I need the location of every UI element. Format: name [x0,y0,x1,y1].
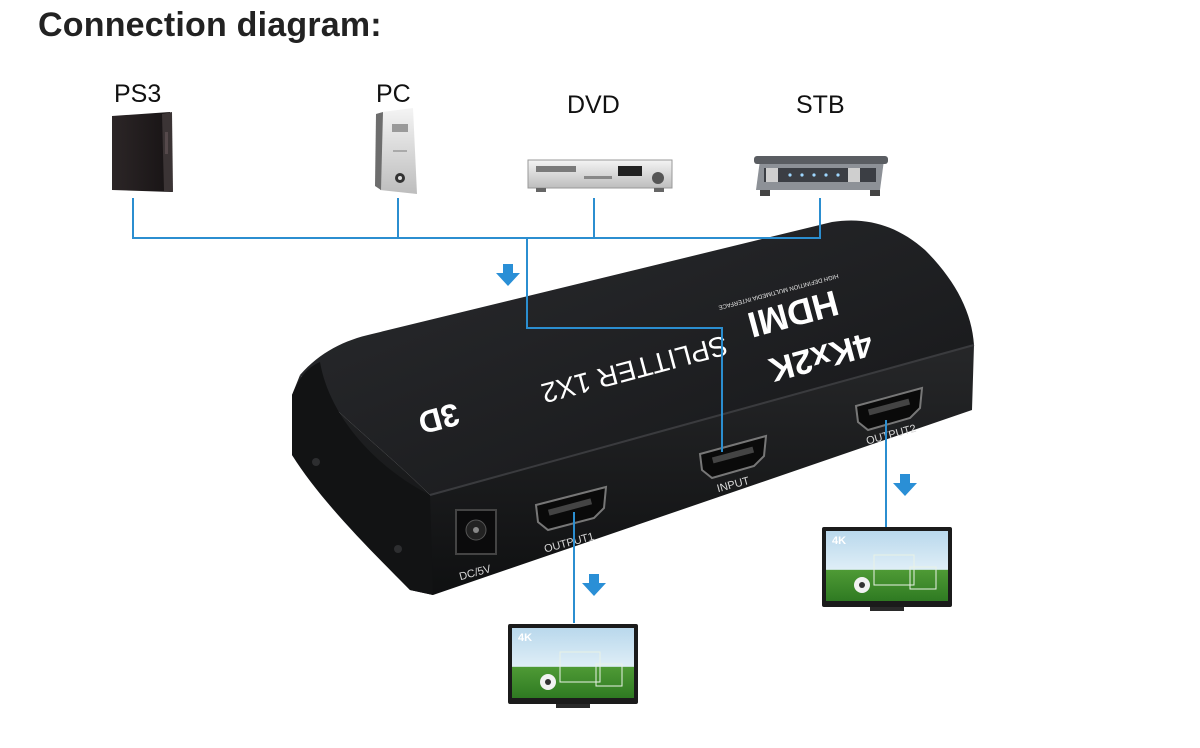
display-1-tv-icon [508,624,638,708]
display-1-badge: 4K [518,632,532,644]
set-top-box-icon [754,156,888,196]
input-feed-line [526,238,723,452]
source-label-pc: PC [376,80,411,108]
input-arrow-icon [496,264,520,286]
connection-lines [132,198,887,623]
source-label-dvd: DVD [567,91,620,119]
hdmi-output1-port [534,485,608,532]
page-title: Connection diagram: [38,6,382,44]
output2-arrow-icon [893,474,917,496]
display-2-badge: 4K [832,535,846,547]
hdmi-input-port [698,434,768,480]
display-2-tv-icon [822,527,952,611]
dc-power-port [455,509,497,555]
output1-arrow-icon [582,574,606,596]
dvd-player-icon [527,159,673,192]
source-label-ps3: PS3 [114,80,162,108]
source-label-stb: STB [796,91,845,119]
ps3-console-icon [112,112,173,192]
pc-tower-icon [375,108,417,194]
hdmi-output2-port [854,386,924,432]
source-bus-line [132,198,821,239]
